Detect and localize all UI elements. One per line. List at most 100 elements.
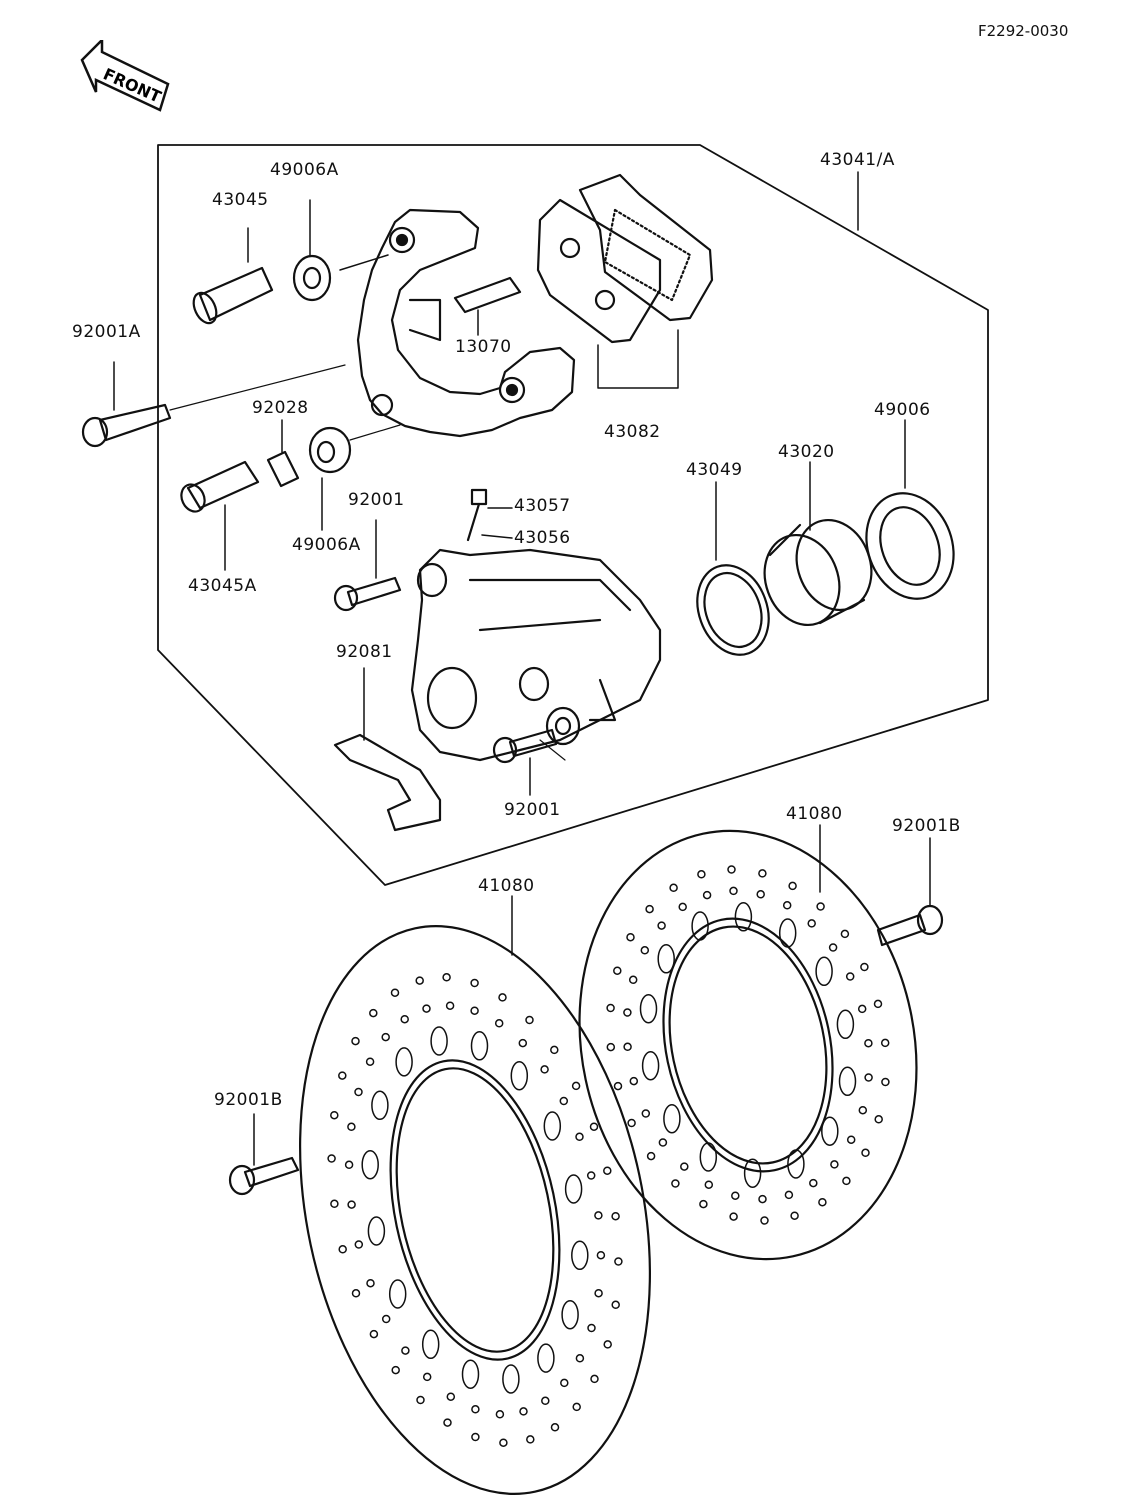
disc-drill-hole <box>471 1007 478 1014</box>
disc-drill-hole <box>339 1072 346 1079</box>
disc-drill-hole <box>659 1139 666 1146</box>
disc-hole <box>822 1117 838 1145</box>
disc-hole <box>396 1048 412 1076</box>
disc-drill-hole <box>541 1066 548 1073</box>
front-label: FRONT <box>100 64 164 106</box>
disc-drill-hole <box>392 989 399 996</box>
disc-drill-hole <box>597 1252 604 1259</box>
disc-hole <box>664 1105 680 1133</box>
label-92028: 92028 <box>252 398 309 418</box>
disc-drill-hole <box>630 1078 637 1085</box>
disc-drill-hole <box>472 1434 479 1441</box>
disc-drill-hole <box>520 1408 527 1415</box>
disc-drill-hole <box>841 930 848 937</box>
disc-drill-hole <box>607 1005 614 1012</box>
disc-drill-hole <box>355 1089 362 1096</box>
disc-hole <box>816 957 832 985</box>
brake-disc-41080-right <box>541 799 956 1291</box>
disc-drill-hole <box>573 1082 580 1089</box>
disc-hole <box>837 1010 853 1038</box>
disc-drill-hole <box>383 1316 390 1323</box>
bolt-92001B-right <box>878 838 942 945</box>
disc-hole <box>562 1301 578 1329</box>
disc-drill-hole <box>628 1120 635 1127</box>
disc-drill-hole <box>348 1123 355 1130</box>
disc-drill-hole <box>331 1112 338 1119</box>
disc-drill-hole <box>875 1000 882 1007</box>
disc-drill-hole <box>698 871 705 878</box>
caliper-bracket <box>358 210 574 436</box>
boot-49006A-top <box>294 200 388 300</box>
disc-drill-hole <box>681 1163 688 1170</box>
disc-drill-hole <box>367 1280 374 1287</box>
label-92001-upper: 92001 <box>348 490 405 510</box>
disc-drill-hole <box>416 977 423 984</box>
boot-49006A-bottom <box>310 425 400 530</box>
disc-drill-hole <box>417 1397 424 1404</box>
disc-drill-hole <box>331 1200 338 1207</box>
disc-drill-hole <box>355 1241 362 1248</box>
disc-drill-hole <box>761 1217 768 1224</box>
disc-hole <box>390 1280 406 1308</box>
disc-drill-hole <box>808 920 815 927</box>
disc-drill-hole <box>859 1005 866 1012</box>
label-43045: 43045 <box>212 190 269 210</box>
disc-drill-hole <box>402 1347 409 1354</box>
label-92001A: 92001A <box>72 322 141 342</box>
disc-drill-hole <box>847 973 854 980</box>
label-49006A-top: 49006A <box>270 160 339 180</box>
disc-hole <box>368 1217 384 1245</box>
disc-drill-hole <box>339 1246 346 1253</box>
caliper-body <box>412 550 660 760</box>
disc-drill-hole <box>862 1149 869 1156</box>
disc-hole <box>511 1062 527 1090</box>
disc-drill-hole <box>627 934 634 941</box>
disc-drill-hole <box>472 1406 479 1413</box>
label-49006: 49006 <box>874 400 931 420</box>
disc-drill-hole <box>591 1375 598 1382</box>
bolt-92001-upper <box>335 520 400 610</box>
disc-drill-hole <box>588 1325 595 1332</box>
disc-drill-hole <box>859 1107 866 1114</box>
label-43020: 43020 <box>778 442 835 462</box>
disc-drill-hole <box>784 902 791 909</box>
disc-drill-hole <box>810 1180 817 1187</box>
disc-drill-hole <box>672 1180 679 1187</box>
disc-drill-hole <box>861 964 868 971</box>
slide-pin-43045 <box>189 228 272 327</box>
disc-drill-hole <box>423 1005 430 1012</box>
disc-drill-hole <box>615 1083 622 1090</box>
label-43041A: 43041/A <box>820 150 895 170</box>
diagram-code: F2292-0030 <box>978 22 1069 40</box>
sleeve-92028 <box>268 420 298 486</box>
disc-drill-hole <box>604 1167 611 1174</box>
disc-drill-hole <box>443 974 450 981</box>
bolt-92001B-left <box>230 1114 298 1194</box>
disc-drill-hole <box>759 1196 766 1203</box>
disc-drill-hole <box>500 1439 507 1446</box>
disc-drill-hole <box>865 1040 872 1047</box>
disc-hole <box>572 1241 588 1269</box>
disc-drill-hole <box>679 903 686 910</box>
disc-drill-hole <box>328 1155 335 1162</box>
disc-hole <box>658 945 674 973</box>
disc-drill-hole <box>576 1355 583 1362</box>
label-43057: 43057 <box>514 496 571 516</box>
label-92081: 92081 <box>336 642 393 662</box>
disc-drill-hole <box>670 884 677 891</box>
label-49006A-bottom: 49006A <box>292 535 361 555</box>
label-92001-lower: 92001 <box>504 800 561 820</box>
disc-drill-hole <box>447 1393 454 1400</box>
disc-drill-hole <box>382 1034 389 1041</box>
disc-drill-hole <box>595 1290 602 1297</box>
disc-drill-hole <box>641 947 648 954</box>
disc-drill-hole <box>424 1373 431 1380</box>
disc-drill-hole <box>732 1192 739 1199</box>
spring-clip-92081 <box>335 668 440 830</box>
disc-drill-hole <box>401 1016 408 1023</box>
disc-hole <box>735 903 751 931</box>
disc-hole <box>780 919 796 947</box>
disc-drill-hole <box>519 1040 526 1047</box>
disc-hole <box>745 1159 761 1187</box>
disc-hole <box>643 1052 659 1080</box>
